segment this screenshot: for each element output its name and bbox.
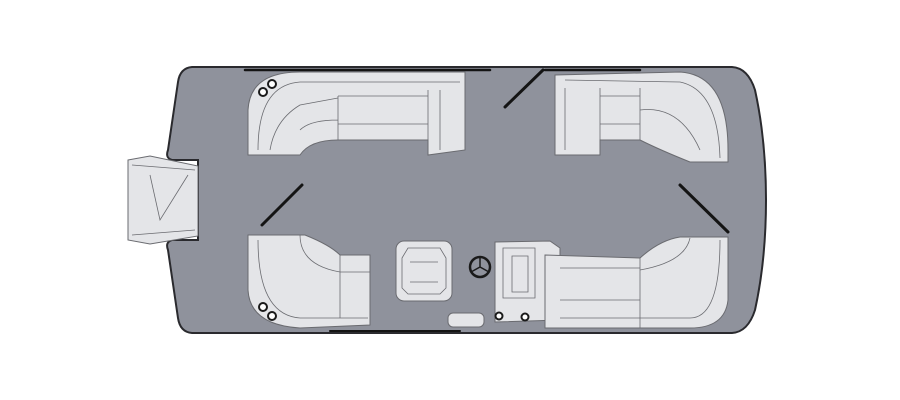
seating-top-right [554, 71, 729, 163]
steering-wheel [468, 255, 492, 279]
helm-seat [395, 240, 453, 302]
seating-bottom-right [544, 236, 729, 329]
seating-top-left [247, 71, 466, 156]
gate-left [260, 183, 304, 227]
boarding-ladder [127, 155, 199, 245]
helm-console [447, 240, 561, 328]
gate-top [503, 68, 545, 109]
seating-bottom-left [247, 234, 371, 329]
gate-right [678, 183, 730, 234]
